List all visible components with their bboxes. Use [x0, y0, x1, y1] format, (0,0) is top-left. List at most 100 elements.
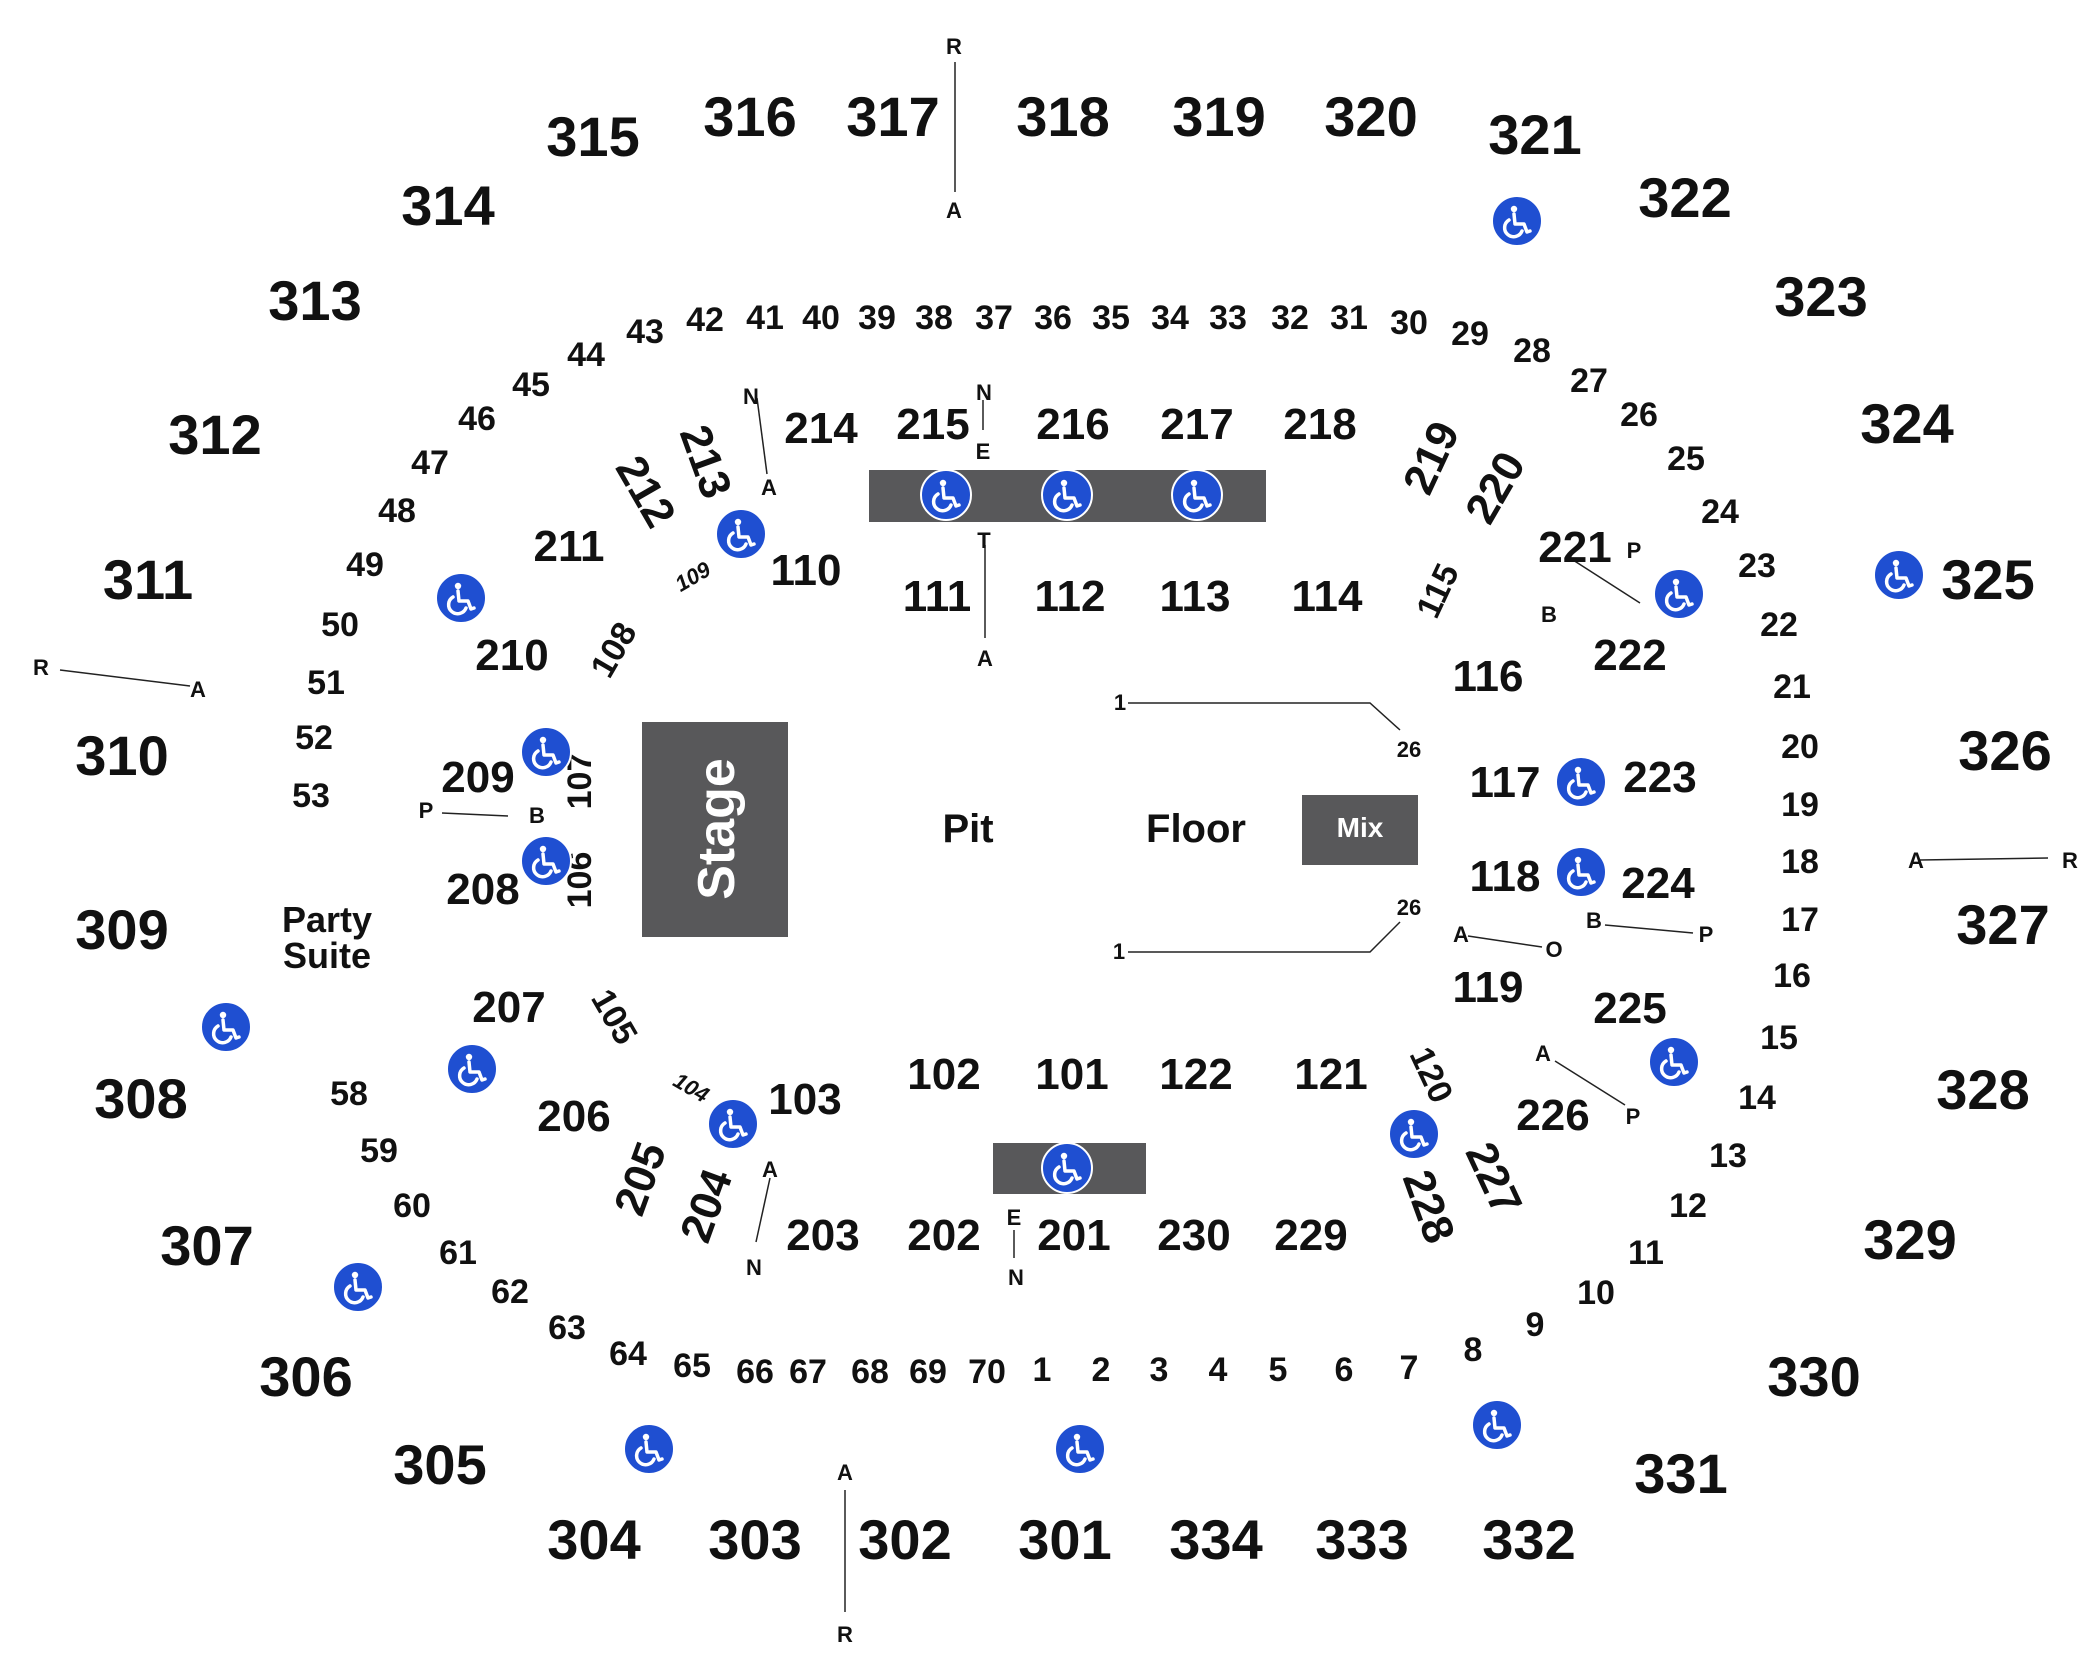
suite-67[interactable]: 67	[789, 1353, 827, 1391]
section-119[interactable]: 119	[1452, 963, 1524, 1012]
section-210[interactable]: 210	[475, 631, 549, 680]
suite-69[interactable]: 69	[909, 1353, 947, 1391]
suite-64[interactable]: 64	[609, 1335, 647, 1373]
section-309[interactable]: 309	[75, 898, 169, 961]
wheelchair-icon[interactable]	[200, 1001, 252, 1053]
suite-21[interactable]: 21	[1773, 668, 1811, 706]
section-330[interactable]: 330	[1767, 1345, 1861, 1408]
section-313[interactable]: 313	[268, 269, 362, 332]
suite-37[interactable]: 37	[975, 299, 1013, 337]
section-316[interactable]: 316	[703, 85, 797, 148]
section-101[interactable]: 101	[1035, 1050, 1109, 1099]
section-332[interactable]: 332	[1482, 1508, 1576, 1571]
section-320[interactable]: 320	[1324, 85, 1418, 148]
suite-47[interactable]: 47	[411, 444, 449, 482]
section-214[interactable]: 214	[784, 404, 858, 453]
section-305[interactable]: 305	[393, 1433, 487, 1496]
section-312[interactable]: 312	[168, 403, 262, 466]
section-216[interactable]: 216	[1036, 400, 1110, 449]
suite-11[interactable]: 11	[1628, 1234, 1664, 1272]
suite-10[interactable]: 10	[1577, 1274, 1615, 1312]
section-301[interactable]: 301	[1018, 1508, 1112, 1571]
suite-58[interactable]: 58	[330, 1075, 368, 1113]
suite-40[interactable]: 40	[802, 299, 840, 337]
wheelchair-icon[interactable]	[715, 508, 767, 560]
suite-59[interactable]: 59	[360, 1132, 398, 1170]
wheelchair-icon[interactable]	[920, 469, 972, 521]
suite-12[interactable]: 12	[1669, 1187, 1707, 1225]
suite-61[interactable]: 61	[439, 1234, 477, 1272]
suite-16[interactable]: 16	[1773, 957, 1811, 995]
section-308[interactable]: 308	[94, 1067, 188, 1130]
section-207[interactable]: 207	[472, 983, 546, 1032]
suite-25[interactable]: 25	[1667, 440, 1705, 478]
suite-36[interactable]: 36	[1034, 299, 1072, 337]
wheelchair-icon[interactable]	[1648, 1036, 1700, 1088]
suite-29[interactable]: 29	[1451, 315, 1489, 353]
suite-42[interactable]: 42	[686, 301, 724, 339]
suite-63[interactable]: 63	[548, 1309, 586, 1347]
section-328[interactable]: 328	[1936, 1058, 2030, 1121]
section-329[interactable]: 329	[1863, 1208, 1957, 1271]
section-224[interactable]: 224	[1621, 859, 1695, 908]
wheelchair-icon[interactable]	[332, 1261, 384, 1313]
wheelchair-icon[interactable]	[1171, 469, 1223, 521]
section-229[interactable]: 229	[1274, 1211, 1348, 1260]
section-225[interactable]: 225	[1593, 984, 1667, 1033]
section-306[interactable]: 306	[259, 1345, 353, 1408]
section-218[interactable]: 218	[1283, 400, 1357, 449]
suite-39[interactable]: 39	[858, 299, 896, 337]
section-315[interactable]: 315	[546, 105, 640, 168]
section-112[interactable]: 112	[1034, 572, 1106, 621]
section-327[interactable]: 327	[1956, 893, 2050, 956]
section-317[interactable]: 317	[846, 85, 940, 148]
wheelchair-icon[interactable]	[435, 572, 487, 624]
section-110[interactable]: 110	[770, 546, 842, 595]
section-334[interactable]: 334	[1169, 1508, 1263, 1571]
suite-9[interactable]: 9	[1525, 1306, 1545, 1344]
suite-68[interactable]: 68	[851, 1353, 889, 1391]
section-314[interactable]: 314	[401, 174, 495, 237]
section-202[interactable]: 202	[907, 1211, 981, 1260]
suite-17[interactable]: 17	[1781, 901, 1819, 939]
suite-23[interactable]: 23	[1738, 547, 1776, 585]
section-203[interactable]: 203	[786, 1211, 860, 1260]
party-suite[interactable]: Party Suite	[282, 902, 372, 974]
suite-31[interactable]: 31	[1330, 299, 1368, 337]
wheelchair-icon[interactable]	[1041, 469, 1093, 521]
suite-41[interactable]: 41	[746, 299, 784, 337]
wheelchair-icon[interactable]	[623, 1423, 675, 1475]
section-217[interactable]: 217	[1160, 400, 1234, 449]
wheelchair-icon[interactable]	[520, 835, 572, 887]
suite-35[interactable]: 35	[1092, 299, 1130, 337]
section-302[interactable]: 302	[858, 1508, 952, 1571]
suite-27[interactable]: 27	[1570, 362, 1608, 400]
section-318[interactable]: 318	[1016, 85, 1110, 148]
suite-49[interactable]: 49	[346, 546, 384, 584]
suite-20[interactable]: 20	[1781, 728, 1819, 766]
section-206[interactable]: 206	[537, 1092, 611, 1141]
section-103[interactable]: 103	[768, 1075, 842, 1124]
suite-26[interactable]: 26	[1620, 396, 1658, 434]
section-122[interactable]: 122	[1159, 1050, 1233, 1099]
suite-50[interactable]: 50	[321, 606, 359, 644]
floor-area[interactable]: Floor	[1146, 807, 1246, 851]
suite-30[interactable]: 30	[1390, 304, 1428, 342]
wheelchair-icon[interactable]	[1555, 846, 1607, 898]
suite-70[interactable]: 70	[968, 1353, 1006, 1391]
section-121[interactable]: 121	[1294, 1050, 1368, 1099]
section-321[interactable]: 321	[1488, 103, 1582, 166]
wheelchair-icon[interactable]	[1388, 1108, 1440, 1160]
suite-48[interactable]: 48	[378, 492, 416, 530]
section-310[interactable]: 310	[75, 724, 169, 787]
section-113[interactable]: 113	[1159, 572, 1231, 621]
wheelchair-icon[interactable]	[707, 1098, 759, 1150]
wheelchair-icon[interactable]	[1041, 1142, 1093, 1194]
section-215[interactable]: 215	[896, 400, 970, 449]
section-222[interactable]: 222	[1593, 631, 1667, 680]
suite-34[interactable]: 34	[1151, 299, 1189, 337]
wheelchair-icon[interactable]	[1873, 549, 1925, 601]
wheelchair-icon[interactable]	[1555, 756, 1607, 808]
suite-52[interactable]: 52	[295, 719, 333, 757]
section-230[interactable]: 230	[1157, 1211, 1231, 1260]
